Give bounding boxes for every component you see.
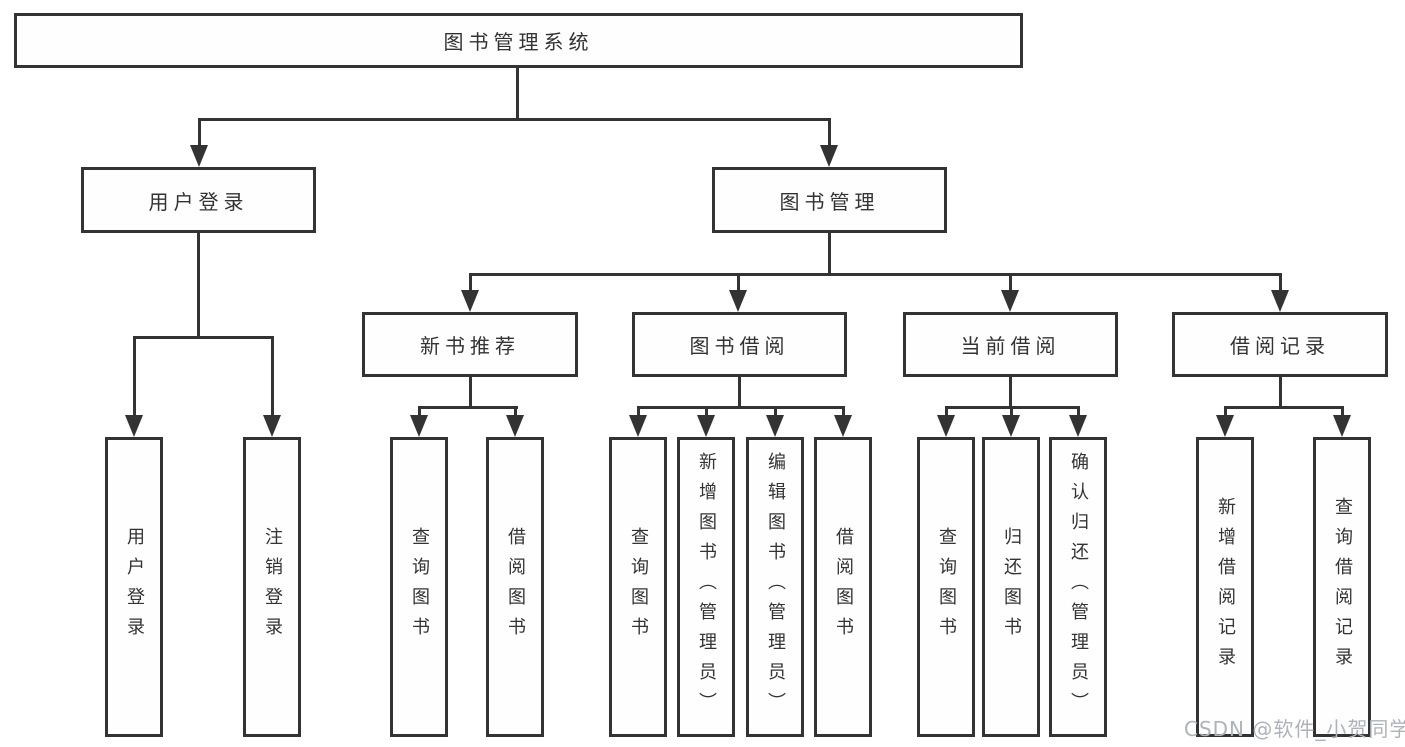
node-label: 用户登录 bbox=[148, 189, 249, 214]
arrowhead-book-mgmt bbox=[820, 145, 838, 167]
node-borrowing-records: 借阅记录 bbox=[1172, 312, 1388, 377]
connector-book-mgmt-stub bbox=[828, 233, 831, 273]
connector-leaf-drop bbox=[1224, 406, 1227, 417]
node-label: 图书借阅 bbox=[689, 334, 790, 358]
connector-user-login-bar bbox=[133, 336, 274, 339]
connector-book-borrow-stub bbox=[738, 377, 741, 406]
connector-leaf-drop bbox=[514, 406, 517, 417]
connector-book-borrow-drop bbox=[737, 273, 740, 292]
connector-user-login-stub bbox=[197, 233, 200, 336]
connector-leaf-drop bbox=[271, 336, 274, 417]
arrowhead-leaf bbox=[697, 415, 715, 437]
node-label: 图书管理 bbox=[779, 189, 880, 214]
arrowhead-current-borrow bbox=[1001, 290, 1019, 312]
leaf-label: 归还图书 bbox=[1001, 527, 1022, 647]
connector-leaf-drop bbox=[705, 406, 708, 417]
arrowhead-leaf bbox=[506, 415, 524, 437]
leaf-label: 借阅图书 bbox=[833, 527, 854, 647]
node-label: 图书管理系统 bbox=[443, 30, 594, 54]
node-label: 新书推荐 bbox=[420, 334, 520, 358]
connector-book-borrow-bar bbox=[637, 406, 845, 409]
connector-borrow-record-bar bbox=[1224, 406, 1344, 409]
connector-user-login-drop bbox=[198, 118, 201, 147]
leaf-label: 注销登录 bbox=[262, 527, 283, 647]
leaf-label: 确认归还（管理员） bbox=[1068, 452, 1089, 722]
node-label: 当前借阅 bbox=[960, 334, 1061, 358]
connector-level1-bar bbox=[198, 118, 831, 121]
node-label: 借阅记录 bbox=[1230, 334, 1330, 358]
leaf-borrow-books-2: 借阅图书 bbox=[814, 437, 872, 737]
connector-new-book-bar bbox=[418, 406, 518, 409]
connector-book-mgmt-drop bbox=[828, 118, 831, 147]
leaf-query-books-3: 查询图书 bbox=[917, 437, 975, 737]
arrowhead-leaf bbox=[937, 415, 955, 437]
leaf-label: 编辑图书（管理员） bbox=[765, 452, 786, 722]
connector-leaf-drop bbox=[774, 406, 777, 417]
leaf-label: 新增借阅记录 bbox=[1215, 497, 1236, 677]
arrowhead-leaf bbox=[1002, 415, 1020, 437]
leaf-label: 查询图书 bbox=[409, 527, 430, 647]
node-user-login: 用户登录 bbox=[81, 167, 316, 233]
leaf-confirm-return-admin: 确认归还（管理员） bbox=[1049, 437, 1107, 737]
arrowhead-user-login bbox=[190, 145, 208, 167]
connector-leaf-drop bbox=[1010, 406, 1013, 417]
arrowhead-leaf bbox=[263, 415, 281, 437]
leaf-label: 用户登录 bbox=[124, 527, 145, 647]
arrowhead-leaf bbox=[766, 415, 784, 437]
leaf-label: 新增图书（管理员） bbox=[696, 452, 717, 722]
leaf-label: 查询借阅记录 bbox=[1332, 497, 1353, 677]
connector-leaf-drop bbox=[637, 406, 640, 417]
leaf-add-borrow-record: 新增借阅记录 bbox=[1196, 437, 1254, 737]
connector-current-borrow-stub bbox=[1009, 377, 1012, 406]
arrowhead-leaf bbox=[629, 415, 647, 437]
arrowhead-leaf bbox=[1333, 415, 1351, 437]
arrowhead-leaf bbox=[1069, 415, 1087, 437]
connector-leaf-drop bbox=[945, 406, 948, 417]
leaf-label: 查询图书 bbox=[936, 527, 957, 647]
node-root-system: 图书管理系统 bbox=[14, 13, 1023, 68]
leaf-edit-books-admin: 编辑图书（管理员） bbox=[746, 437, 804, 737]
connector-leaf-drop bbox=[418, 406, 421, 417]
connector-leaf-drop bbox=[842, 406, 845, 417]
leaf-query-borrow-record: 查询借阅记录 bbox=[1313, 437, 1371, 737]
leaf-label: 查询图书 bbox=[628, 527, 649, 647]
leaf-add-books-admin: 新增图书（管理员） bbox=[677, 437, 735, 737]
node-book-management: 图书管理 bbox=[712, 167, 947, 233]
leaf-logout: 注销登录 bbox=[243, 437, 301, 737]
node-current-borrowing: 当前借阅 bbox=[903, 312, 1118, 377]
arrowhead-leaf bbox=[410, 415, 428, 437]
connector-new-book-stub bbox=[469, 377, 472, 406]
connector-current-borrow-drop bbox=[1009, 273, 1012, 292]
connector-new-book-drop bbox=[469, 273, 472, 292]
arrowhead-new-book bbox=[461, 290, 479, 312]
connector-borrow-record-stub bbox=[1279, 377, 1282, 406]
arrowhead-leaf bbox=[125, 415, 143, 437]
leaf-query-books-2: 查询图书 bbox=[609, 437, 667, 737]
arrowhead-leaf bbox=[834, 415, 852, 437]
csdn-watermark: CSDN @软件_小贺同学 bbox=[1184, 717, 1405, 741]
leaf-label: 借阅图书 bbox=[505, 527, 526, 647]
leaf-return-books: 归还图书 bbox=[982, 437, 1040, 737]
connector-leaf-drop bbox=[133, 336, 136, 417]
connector-borrow-record-drop bbox=[1279, 273, 1282, 292]
leaf-borrow-books-1: 借阅图书 bbox=[486, 437, 544, 737]
node-book-borrowing: 图书借阅 bbox=[632, 312, 847, 377]
arrowhead-book-borrow bbox=[729, 290, 747, 312]
node-new-book-recommend: 新书推荐 bbox=[362, 312, 578, 377]
leaf-query-books-1: 查询图书 bbox=[390, 437, 448, 737]
connector-leaf-drop bbox=[1077, 406, 1080, 417]
connector-level2-bar bbox=[469, 273, 1282, 276]
connector-leaf-drop bbox=[1341, 406, 1344, 417]
connector-root-drop bbox=[516, 68, 519, 118]
arrowhead-leaf bbox=[1216, 415, 1234, 437]
leaf-user-login: 用户登录 bbox=[105, 437, 163, 737]
arrowhead-borrow-record bbox=[1271, 290, 1289, 312]
